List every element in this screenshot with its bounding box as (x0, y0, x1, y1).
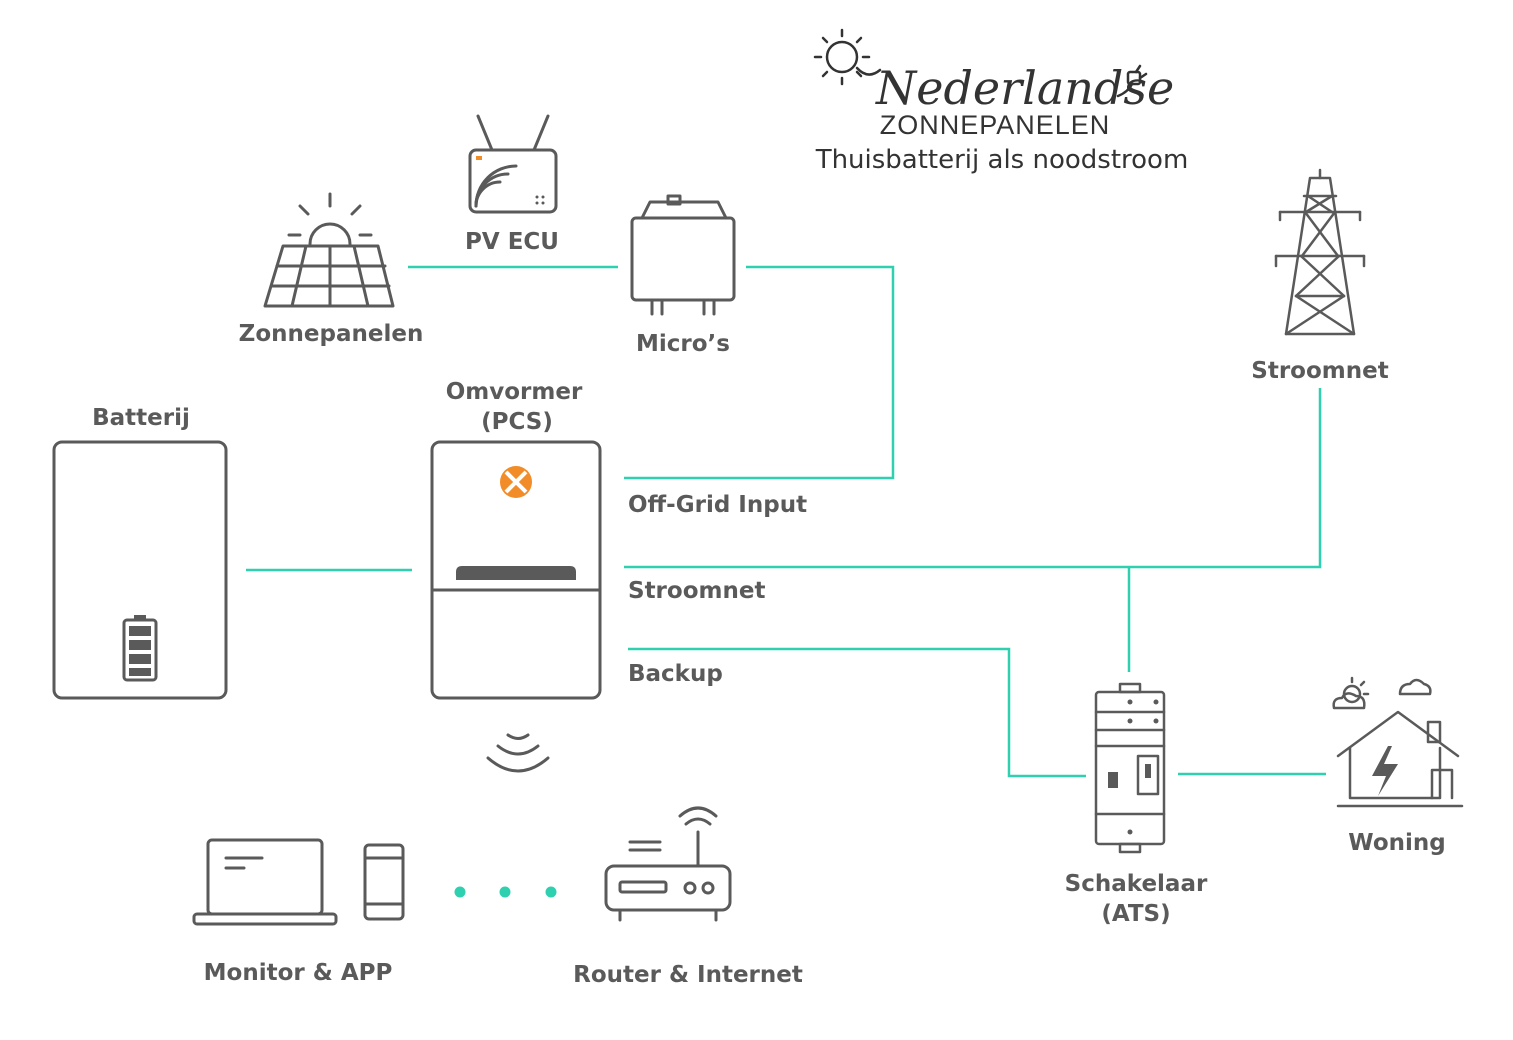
micro-inverter-icon (630, 194, 736, 316)
brand-script-name: Nederlandse (875, 61, 1174, 115)
label-solar-panels: Zonnepanelen (239, 321, 424, 347)
ats-switch-icon (1094, 682, 1166, 854)
label-inverter-line2: (PCS) (481, 409, 553, 435)
inverter-cabinet-icon (430, 440, 602, 700)
sun-logo-icon (813, 28, 882, 86)
brand-x-logo-icon (500, 466, 532, 498)
label-pv-ecu: PV ECU (465, 229, 559, 255)
solar-panel-icon (263, 192, 395, 308)
wire-backup-switch (628, 647, 1086, 778)
wire-inverter-grid (624, 388, 1322, 569)
label-house: Woning (1348, 830, 1445, 856)
internet-router-icon (604, 806, 732, 922)
plug-icon (1116, 64, 1148, 98)
laptop-icon (192, 838, 338, 926)
label-grid-tower: Stroomnet (1251, 358, 1388, 384)
house-icon (1332, 676, 1464, 808)
power-tower-icon (1274, 168, 1366, 336)
label-battery: Batterij (92, 405, 190, 431)
pv-ecu-router-icon (468, 114, 558, 214)
wire-micros-offgrid (624, 265, 895, 480)
label-router: Router & Internet (573, 962, 803, 988)
diagram-subtitle: Thuisbatterij als noodstroom (815, 145, 1189, 175)
brand-logo: Nederlandse ZONNEPANELEN Thuisbatterij a… (813, 28, 1189, 175)
smartphone-icon (363, 843, 405, 921)
wifi-signal-icon (486, 733, 550, 773)
label-inverter-line1: Omvormer (446, 379, 583, 405)
connection-dots (454, 886, 557, 898)
label-micros: Micro’s (636, 331, 730, 357)
brand-caps-name: ZONNEPANELEN (880, 110, 1111, 140)
label-port-grid: Stroomnet (628, 578, 765, 604)
label-switch-line2: (ATS) (1101, 901, 1170, 927)
battery-cabinet-icon (52, 440, 228, 700)
label-port-offgrid: Off-Grid Input (628, 492, 807, 518)
connection-lines (246, 265, 1326, 778)
label-switch-line1: Schakelaar (1065, 871, 1208, 897)
label-port-backup: Backup (628, 661, 723, 687)
label-monitor: Monitor & APP (204, 960, 393, 986)
